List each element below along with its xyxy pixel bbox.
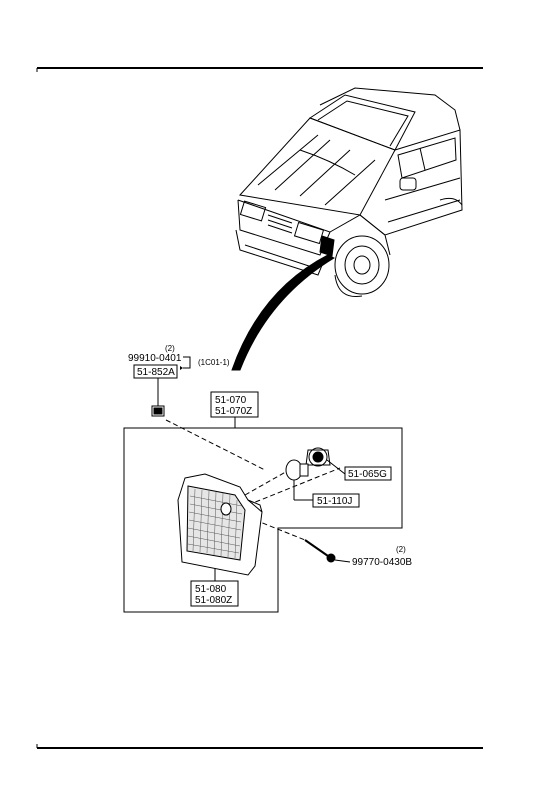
vehicle-corner-lamp-highlight (319, 235, 335, 257)
page-rules (36, 67, 483, 749)
lens-part-label-2: 51-080Z (195, 595, 232, 606)
assembly-callout: 51-070 51-070Z (210, 391, 259, 428)
bulb-socket-callout: 51-065G (344, 466, 392, 481)
vehicle-hood (239, 117, 396, 216)
clip-part-label: 99910-0401 (128, 353, 182, 364)
vehicle-illustration (235, 87, 463, 298)
clip-part-drawing (151, 405, 165, 417)
lens-part-label-1: 51-080 (195, 584, 227, 595)
vehicle-headlight-left (239, 200, 267, 222)
socket-part-box (133, 364, 178, 379)
vehicle-windshield (308, 94, 416, 151)
assembly-frame (123, 427, 403, 613)
bulb-socket-drawing (305, 447, 346, 475)
vehicle-roof (319, 87, 461, 131)
assembly-part-label-1: 51-070 (215, 395, 247, 406)
socket-callout: 51-852A (133, 364, 178, 406)
lens-housing-drawing (177, 473, 263, 576)
vehicle-side-body (359, 129, 463, 236)
clip-callout: (2) 99910-0401 (1C01-1) (128, 344, 230, 370)
screw-qty-label: (2) (396, 545, 406, 554)
leader-arrow (231, 254, 336, 371)
clip-qty-label: (2) (165, 344, 175, 353)
vehicle-front-fascia (237, 199, 331, 256)
bulb-part-box (312, 493, 360, 508)
lens-part-box (190, 580, 239, 607)
screw-part-label: 99770-0430B (352, 557, 412, 568)
screw-drawing (304, 539, 351, 563)
screw-callout: (2) 99770-0430B (352, 545, 412, 568)
bulb-drawing (285, 459, 313, 501)
vehicle-front-wheel (334, 235, 390, 295)
bulb-socket-part-box (344, 466, 392, 481)
bulb-callout: 51-110J (312, 493, 360, 508)
bulb-part-label: 51-110J (317, 496, 352, 507)
socket-part-label: 51-852A (137, 367, 175, 378)
vehicle-headlight-right (293, 221, 325, 245)
bulb-socket-part-label: 51-065G (348, 469, 387, 480)
clip-ref-label: (1C01-1) (198, 358, 230, 367)
assembly-part-label-2: 51-070Z (215, 406, 252, 417)
vehicle-mirror (399, 177, 417, 191)
vehicle-fender (329, 214, 391, 256)
lens-callout: 51-080 51-080Z (190, 568, 239, 607)
